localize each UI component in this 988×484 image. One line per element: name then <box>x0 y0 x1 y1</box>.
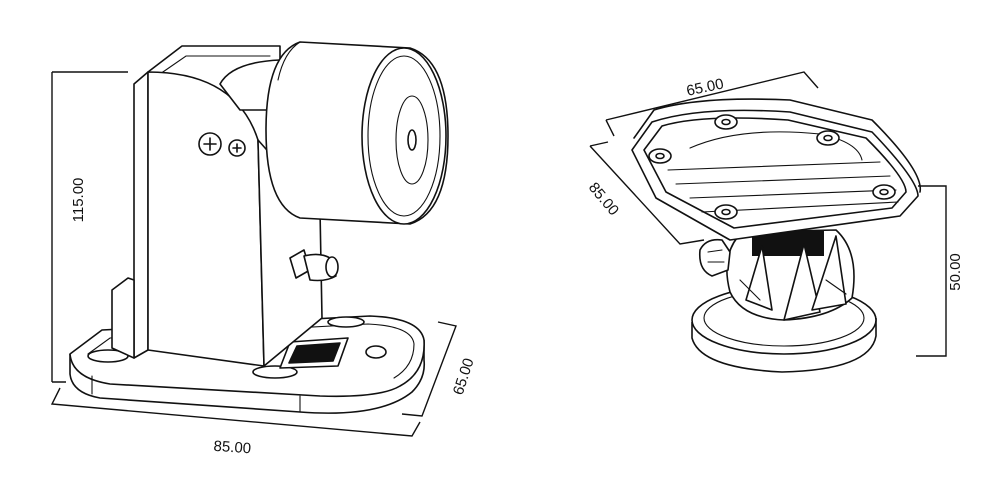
width-dimension <box>50 387 421 437</box>
left-depth-label: 65.00 <box>450 356 478 397</box>
height-dimension <box>51 71 128 383</box>
right-height-label: 50.00 <box>947 253 964 291</box>
right-height-dimension <box>916 185 947 357</box>
top-width-dimension <box>605 71 819 137</box>
left-height-label: 115.00 <box>70 178 87 223</box>
right-top-width-label: 65.00 <box>685 75 725 99</box>
top-plate <box>631 98 922 241</box>
depth-dimension <box>401 321 457 417</box>
top-depth-dimension <box>589 141 705 245</box>
upright-mount-view: 115.00 85.00 65.00 <box>50 41 478 458</box>
tilted-mount-view: 65.00 85.00 50.00 <box>585 71 964 373</box>
left-width-label: 85.00 <box>213 438 252 458</box>
magnet-cylinder <box>219 41 449 225</box>
right-top-depth-label: 85.00 <box>585 179 622 219</box>
